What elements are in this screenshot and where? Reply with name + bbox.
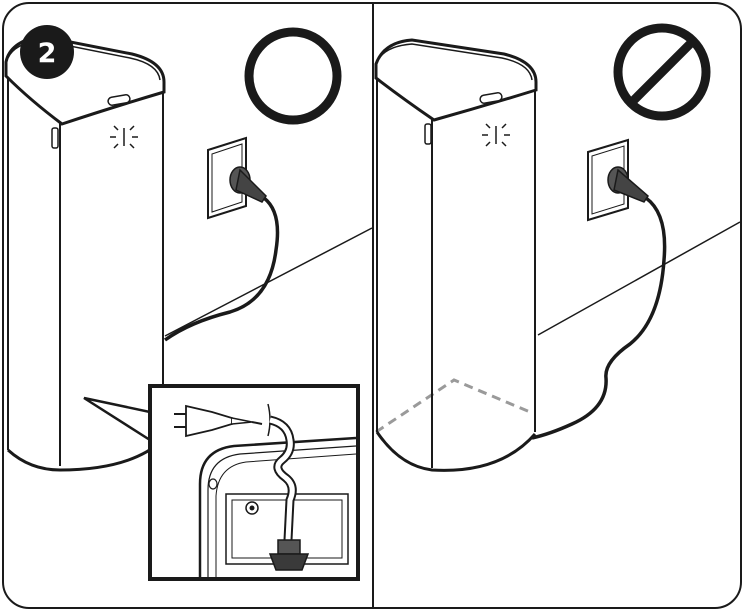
air-purifier-tower-left <box>4 34 166 472</box>
power-cable-tight <box>163 196 280 342</box>
step-number-badge: 2 <box>20 25 74 79</box>
wall-floor-line <box>537 221 741 336</box>
wall-socket-right <box>587 138 649 222</box>
panel-incorrect <box>374 23 741 472</box>
step-number: 2 <box>38 38 57 69</box>
plug-icon <box>174 404 253 438</box>
power-cable-loose <box>531 196 667 440</box>
prohibited-icon <box>613 23 711 121</box>
status-light-blinking-icon <box>110 125 138 149</box>
floor-footprint-dashed <box>375 378 531 434</box>
air-purifier-tower-right <box>374 38 538 472</box>
inset-cable-routing <box>148 384 360 581</box>
control-button-icon <box>479 92 503 104</box>
circle-ok-icon <box>244 27 342 125</box>
wall-socket-left <box>207 136 267 220</box>
panel-correct: 2 <box>4 25 373 581</box>
control-button-icon <box>107 94 131 106</box>
status-light-blinking-icon <box>482 123 510 147</box>
cable-connector-icon <box>268 539 310 571</box>
